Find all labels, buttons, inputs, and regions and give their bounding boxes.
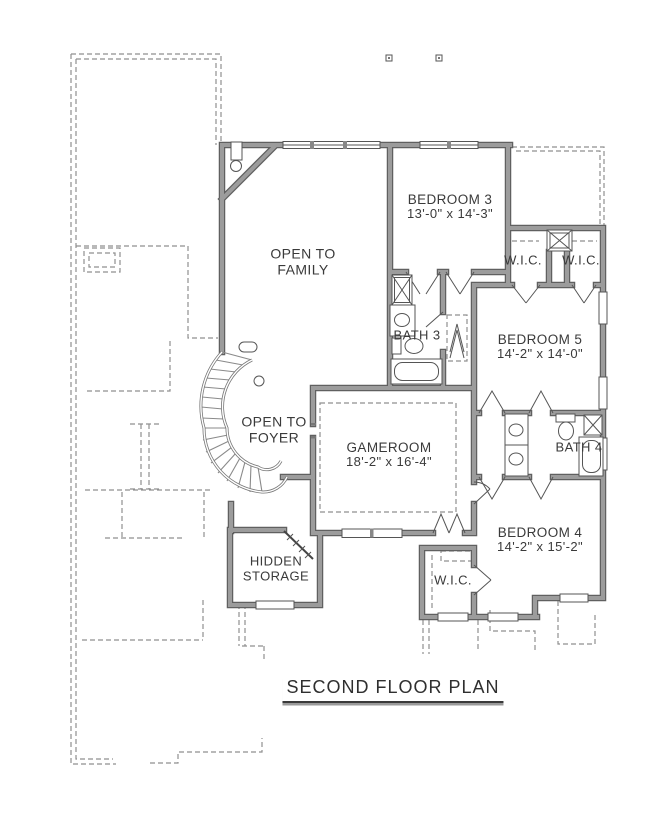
door-swing (478, 476, 554, 501)
window (437, 612, 469, 622)
bathtub-icon (390, 358, 443, 385)
toilet-icon (391, 337, 424, 355)
window (487, 612, 519, 622)
window (559, 593, 589, 603)
french-door (432, 512, 466, 534)
door-swing (571, 284, 597, 304)
newel-post (238, 341, 258, 353)
label-bedroom3: BEDROOM 3 13'-0" x 14'-3" (407, 192, 493, 222)
label-hidden-storage: HIDDEN STORAGE (242, 553, 310, 583)
door-swing (473, 564, 492, 596)
double-vanity-icon (504, 413, 529, 477)
shower-icon (391, 274, 413, 306)
door-swing (511, 284, 541, 304)
dashed-roof-outline (70, 53, 605, 765)
label-gameroom: GAMEROOM 18'-2" x 16'-4" (346, 440, 432, 470)
window (255, 600, 295, 610)
fixtures (230, 54, 604, 477)
label-open-to-foyer: OPEN TO FOYER (241, 413, 307, 445)
linen-chase-icon (546, 229, 573, 252)
label-wic-bedroom4: W.I.C. (434, 572, 472, 588)
column-icon (230, 141, 243, 172)
label-wic-right: W.I.C. (562, 252, 600, 268)
window (598, 376, 608, 410)
label-open-to-family: OPEN TO FAMILY (270, 245, 336, 277)
label-bath4: BATH 4 (555, 439, 603, 455)
windows (255, 141, 608, 622)
door-swing (405, 271, 475, 295)
attic-chase (446, 314, 468, 362)
roof-vent-icon (385, 54, 443, 62)
stair-treads (200, 351, 263, 493)
curved-staircase (199, 341, 289, 494)
bathtub-icon (578, 436, 604, 477)
door-swing (425, 311, 444, 328)
sink-icon (389, 304, 416, 337)
hidden-door (283, 530, 314, 560)
door-swing (478, 389, 554, 414)
label-bedroom5: BEDROOM 5 14'-2" x 14'-0" (497, 332, 583, 362)
gameroom-ceiling-tray (319, 402, 457, 513)
doors (283, 271, 597, 596)
label-wic-left: W.I.C. (504, 252, 542, 268)
window (598, 291, 608, 325)
page-title: SECOND FLOOR PLAN (282, 677, 504, 703)
label-bath3: BATH 3 (393, 327, 441, 343)
label-bedroom4: BEDROOM 4 14'-2" x 15'-2" (497, 525, 583, 555)
toilet-icon (555, 413, 576, 441)
newel-post (253, 375, 265, 387)
door-swing (473, 481, 491, 505)
shower-icon (583, 414, 603, 436)
